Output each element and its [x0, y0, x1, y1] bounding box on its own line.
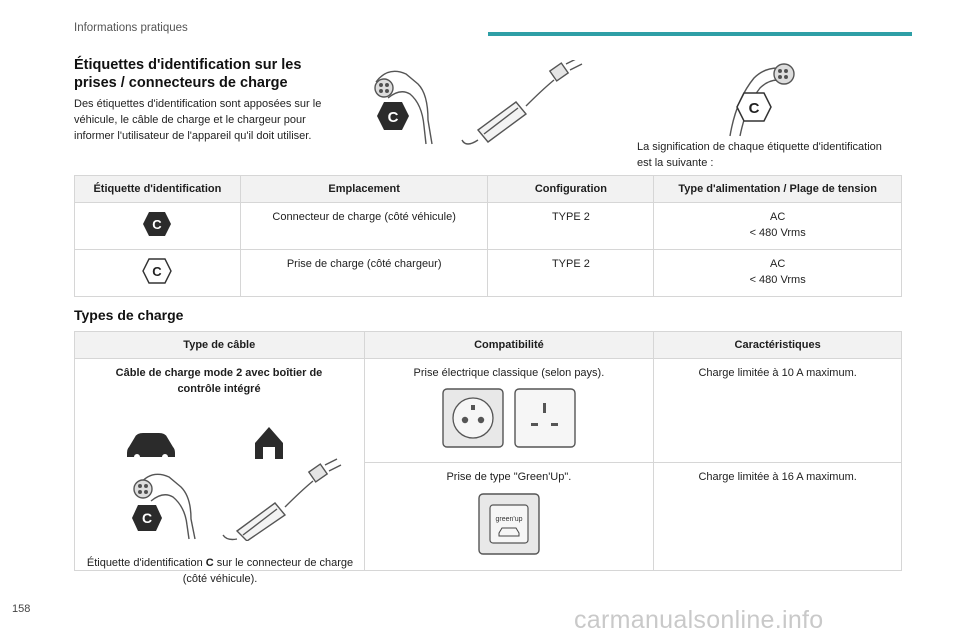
intro-paragraph: Des étiquettes d'identification sont app…	[74, 98, 322, 142]
config-cell: TYPE 2	[487, 202, 655, 250]
compat-cell: Prise de type "Green'Up". green'up	[363, 462, 655, 571]
charge-types-table: Type de câble Compatibilité Caractéristi…	[74, 331, 902, 585]
c-label-badge-outline: C	[736, 92, 772, 122]
compat-text: Prise de type "Green'Up".	[446, 471, 572, 483]
table-row: C Prise de charge (côté chargeur) TYPE 2…	[74, 249, 902, 297]
mode2-cable-illustration	[127, 427, 342, 541]
label-meaning-caption: La signification de chaque étiquette d'i…	[637, 141, 882, 169]
badge-cell: C	[74, 202, 241, 250]
cable-type-cell: Câble de charge mode 2 avec boîtier de c…	[74, 358, 365, 585]
voltage-range: < 480 Vrms	[749, 274, 806, 286]
badge-cell: C	[74, 249, 241, 297]
svg-text:green'up: green'up	[495, 516, 522, 523]
home-icon	[255, 427, 283, 459]
domestic-sockets-illustration	[442, 388, 576, 448]
c-label-badge-dark: C	[132, 505, 162, 531]
table-row: Câble de charge mode 2 avec boîtier de c…	[74, 358, 902, 585]
c-label-badge-dark: C	[143, 212, 172, 236]
section-title: Étiquettes d'identification sur les pris…	[74, 57, 302, 91]
vehicle-connector-icon	[133, 473, 196, 540]
col-header: Étiquette d'identification	[74, 175, 241, 203]
control-box-icon	[461, 60, 583, 145]
location-cell: Prise de charge (côté chargeur)	[239, 249, 489, 297]
charging-cable-illustration	[374, 60, 583, 145]
header-accent-bar	[488, 32, 912, 36]
config-cell: TYPE 2	[487, 249, 655, 297]
voltage-range: < 480 Vrms	[749, 227, 806, 239]
french-socket-icon	[442, 388, 504, 448]
watermark: carmanualsonline.info	[574, 606, 824, 634]
vehicle-connector-icon	[374, 70, 433, 145]
col-header: Configuration	[487, 175, 655, 203]
c-label-badge-dark: C	[377, 102, 409, 130]
control-box-icon	[222, 458, 342, 541]
c-label-badge-outline: C	[142, 258, 173, 284]
greenup-socket-illustration: green'up	[478, 493, 540, 555]
page-number: 158	[12, 603, 31, 615]
charact-cell: Charge limitée à 16 A maximum.	[653, 462, 902, 571]
uk-socket-icon	[514, 388, 576, 448]
power-cell: AC < 480 Vrms	[653, 249, 902, 297]
charge-types-title: Types de charge	[74, 307, 184, 323]
table-row: C Connecteur de charge (côté véhicule) T…	[74, 202, 902, 250]
svg-text:C: C	[153, 264, 163, 279]
col-header: Type d'alimentation / Plage de tension	[653, 175, 902, 203]
col-header: Type de câble	[74, 331, 365, 359]
cable-title: Câble de charge mode 2 avec boîtier de c…	[115, 367, 323, 395]
car-icon	[127, 433, 175, 460]
car-icon	[498, 527, 520, 537]
table-header-row: Type de câble Compatibilité Caractéristi…	[74, 331, 902, 359]
location-cell: Connecteur de charge (côté véhicule)	[239, 202, 489, 250]
svg-text:C: C	[153, 217, 163, 232]
svg-text:C: C	[142, 510, 152, 526]
col-header: Emplacement	[239, 175, 489, 203]
power-type: AC	[770, 258, 786, 270]
table-row: Prise de type "Green'Up". green'up Charg…	[75, 462, 902, 571]
table-header-row: Étiquette d'identification Emplacement C…	[74, 175, 902, 203]
compat-cell: Prise électrique classique (selon pays).	[363, 358, 655, 463]
col-header: Caractéristiques	[653, 331, 902, 359]
running-header: Informations pratiques	[74, 22, 188, 34]
charact-cell: Charge limitée à 10 A maximum.	[653, 358, 902, 463]
identification-table: Étiquette d'identification Emplacement C…	[74, 175, 902, 297]
cable-caption: Étiquette d'identification C sur le conn…	[86, 557, 354, 585]
compat-text: Prise électrique classique (selon pays).	[413, 367, 605, 379]
power-cell: AC < 480 Vrms	[653, 202, 902, 250]
col-header: Compatibilité	[363, 331, 655, 359]
power-type: AC	[770, 211, 786, 223]
svg-text:C: C	[749, 100, 760, 117]
svg-text:C: C	[388, 109, 399, 126]
